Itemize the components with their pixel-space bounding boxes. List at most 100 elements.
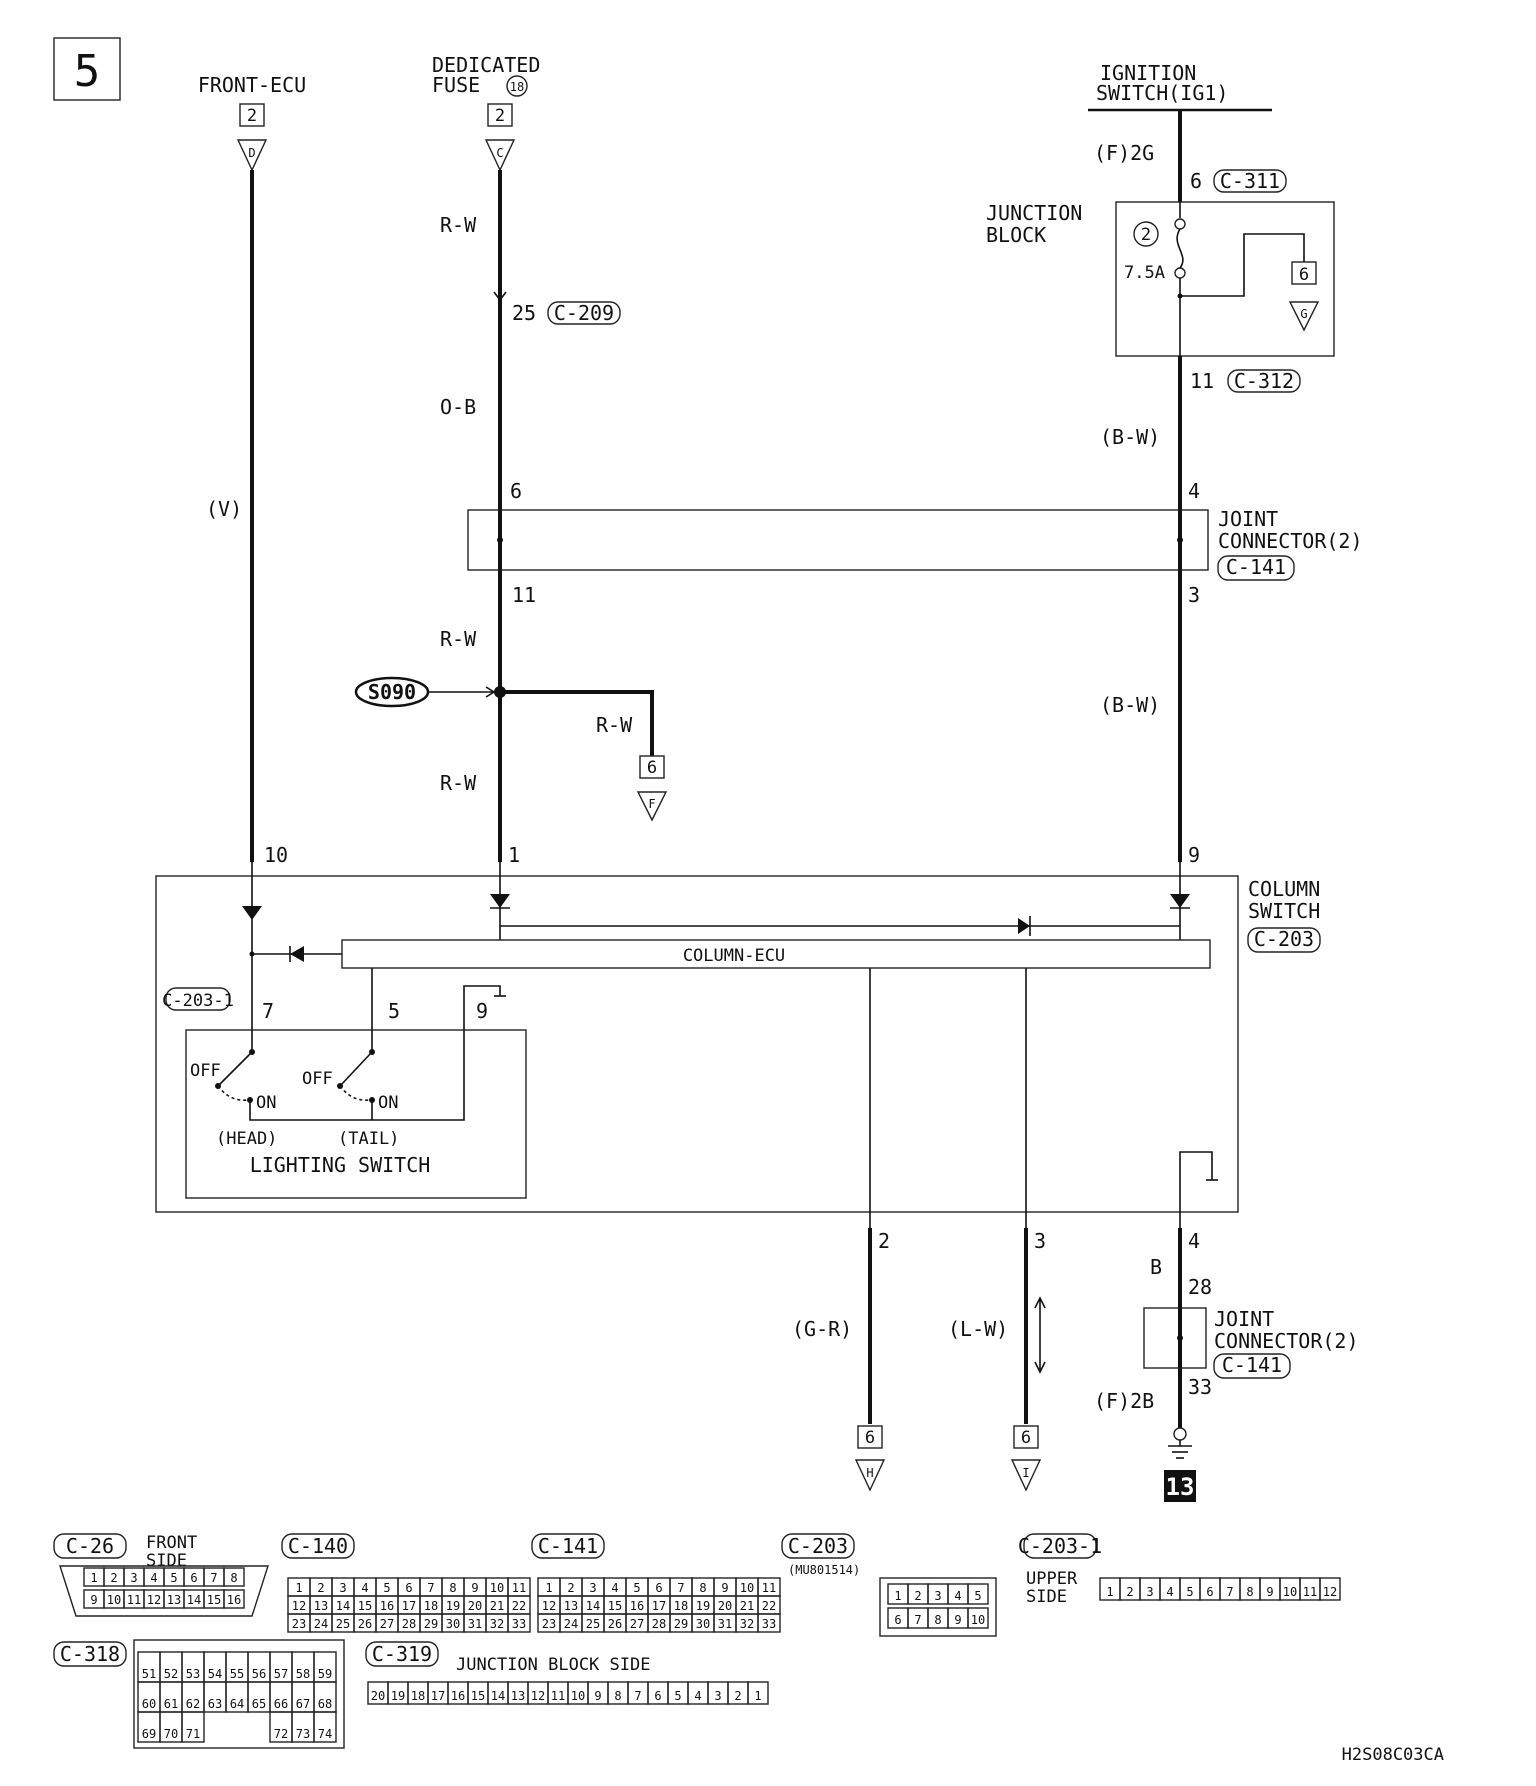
c319-pin-label: 4: [694, 1689, 701, 1703]
c319-pin-label: 16: [451, 1689, 465, 1703]
ignition-switch-source: IGNITION SWITCH(IG1): [1088, 61, 1272, 112]
c2031-cell: [1319, 1577, 1341, 1601]
junction-block: JUNCTION BLOCK 2 7.5A 6 G: [986, 201, 1335, 357]
c319-pin-label: 11: [551, 1689, 565, 1703]
c319-pin-label: 2: [734, 1689, 741, 1703]
c318-pin-label: 54: [208, 1667, 222, 1681]
c140-pin-label: 16: [380, 1599, 394, 1613]
c203-pin-label: 4: [954, 1589, 961, 1603]
c203-code: C-203: [788, 1534, 848, 1558]
svg-text:JOINT: JOINT: [1214, 1307, 1274, 1331]
c319-pin-label: 1: [754, 1689, 761, 1703]
c318-pin-label: 70: [164, 1727, 178, 1741]
svg-text:COLUMN-ECU: COLUMN-ECU: [683, 946, 785, 966]
svg-text:C-141: C-141: [1222, 1353, 1282, 1377]
c26-pin-label: 12: [147, 1593, 161, 1607]
c26-pin-label: 6: [190, 1571, 197, 1585]
joint-connector-bottom: JOINT CONNECTOR(2) C-141: [1143, 1307, 1359, 1379]
c26-pin-label: 11: [127, 1593, 141, 1607]
c140-pin-label: 30: [446, 1617, 460, 1631]
c26-pin-label: 1: [90, 1571, 97, 1585]
c140-pin-label: 4: [361, 1581, 368, 1595]
c312-pin: 11: [1190, 369, 1214, 393]
svg-text:(TAIL): (TAIL): [338, 1129, 399, 1149]
c141-pin-label: 24: [564, 1617, 578, 1631]
svg-text:4: 4: [1188, 479, 1200, 503]
c2031-pin-label: 5: [1186, 1585, 1193, 1599]
wire-gr-label: (G-R): [792, 1317, 852, 1341]
svg-text:LIGHTING SWITCH: LIGHTING SWITCH: [250, 1153, 431, 1177]
c318-pin-label: 74: [318, 1727, 332, 1741]
c312-code: C-312: [1234, 369, 1294, 393]
c318-pin-label: 53: [186, 1667, 200, 1681]
c141-pin-label: 2: [567, 1581, 574, 1595]
svg-text:JOINT: JOINT: [1218, 507, 1278, 531]
svg-text:11: 11: [512, 583, 536, 607]
dedicated-fuse-source: DEDICATED FUSE 18 2 C: [432, 53, 540, 172]
c26-pin-label: 9: [90, 1593, 97, 1607]
c2031-pin-label: 9: [1266, 1585, 1273, 1599]
column-switch: COLUMN SWITCH C-203 COLUMN-ECU: [155, 862, 1321, 1228]
ground-number: 13: [1164, 1470, 1196, 1502]
svg-text:FUSE: FUSE: [432, 73, 480, 97]
c141-pin-label: 20: [718, 1599, 732, 1613]
c318-pin-label: 66: [274, 1697, 288, 1711]
c318-pin-label: 65: [252, 1697, 266, 1711]
wire-rw-mid-label: R-W: [440, 627, 477, 651]
svg-text:S090: S090: [368, 680, 416, 704]
c141-pin-label: 23: [542, 1617, 556, 1631]
c140-pin-label: 18: [424, 1599, 438, 1613]
c141-pin-label: 33: [762, 1617, 776, 1631]
c203-pin-label: 7: [914, 1613, 921, 1627]
c319-pin-label: 3: [714, 1689, 721, 1703]
c319-pin-label: 12: [531, 1689, 545, 1703]
svg-text:(HEAD): (HEAD): [216, 1129, 277, 1149]
col-pin-1: 1: [508, 843, 520, 867]
c26-side1: FRONT: [146, 1533, 197, 1553]
drawing-code: H2S08C03CA: [1342, 1745, 1444, 1765]
c140-pin-label: 26: [358, 1617, 372, 1631]
c319-pin-label: 15: [471, 1689, 485, 1703]
c26-pin-label: 7: [210, 1571, 217, 1585]
c140-cell: [507, 1613, 531, 1633]
c26-cell: [223, 1589, 245, 1609]
c319-pin-label: 20: [371, 1689, 385, 1703]
svg-text:6: 6: [510, 479, 522, 503]
c140-pin-label: 6: [405, 1581, 412, 1595]
c141-pin-label: 9: [721, 1581, 728, 1595]
svg-text:FRONT-ECU: FRONT-ECU: [198, 73, 306, 97]
c318-pin-label: 62: [186, 1697, 200, 1711]
svg-text:6: 6: [865, 1428, 875, 1448]
svg-text:OFF: OFF: [190, 1061, 221, 1081]
svg-text:OFF: OFF: [302, 1069, 333, 1089]
col-pin-10: 10: [264, 843, 288, 867]
c26-cell: [223, 1567, 245, 1587]
c318-pin-label: 71: [186, 1727, 200, 1741]
c140-pin-label: 7: [427, 1581, 434, 1595]
c140-pin-label: 2: [317, 1581, 324, 1595]
wire-rw-low-label: R-W: [440, 771, 477, 795]
out-pin-4: 4: [1188, 1229, 1200, 1253]
c319-side: JUNCTION BLOCK SIDE: [456, 1655, 650, 1675]
c140-pin-label: 17: [402, 1599, 416, 1613]
c319-pin-label: 17: [431, 1689, 445, 1703]
c203-pin-label: 9: [954, 1613, 961, 1627]
c140-pin-label: 25: [336, 1617, 350, 1631]
svg-text:CONNECTOR(2): CONNECTOR(2): [1214, 1329, 1359, 1353]
c2031-pin-label: 11: [1303, 1585, 1317, 1599]
c140-pin-label: 29: [424, 1617, 438, 1631]
svg-text:COLUMN: COLUMN: [1248, 877, 1320, 901]
c318-pin-label: 58: [296, 1667, 310, 1681]
c141-pin-label: 12: [542, 1599, 556, 1613]
svg-text:DEDICATED: DEDICATED: [432, 53, 540, 77]
c141-pin-label: 14: [586, 1599, 600, 1613]
c140-pin-label: 5: [383, 1581, 390, 1595]
wire-ob-label: O-B: [440, 395, 476, 419]
c140-pin-label: 22: [512, 1599, 526, 1613]
c140-pin-label: 31: [468, 1617, 482, 1631]
c319-pin-label: 8: [614, 1689, 621, 1703]
svg-text:R-W: R-W: [596, 713, 633, 737]
c140-pin-label: 1: [295, 1581, 302, 1595]
c140-pin-label: 13: [314, 1599, 328, 1613]
c318-pin-label: 63: [208, 1697, 222, 1711]
